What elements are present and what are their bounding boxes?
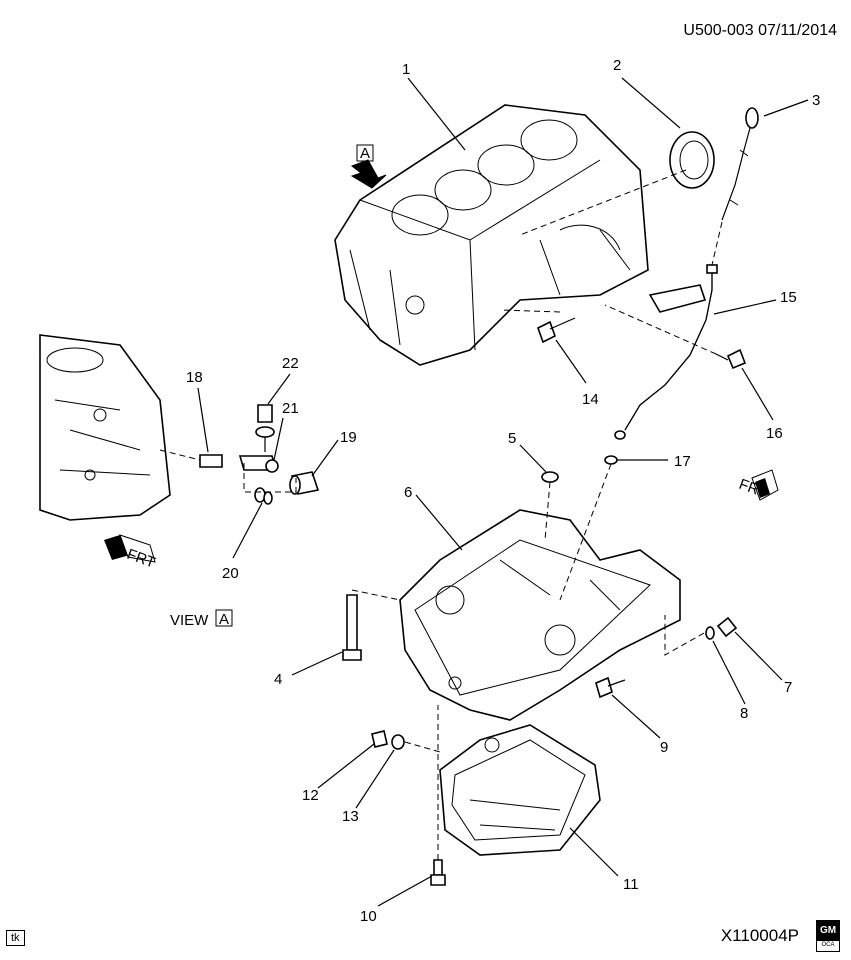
callout-9: 9 bbox=[660, 739, 668, 756]
washers-20 bbox=[254, 487, 273, 505]
callout-6: 6 bbox=[404, 484, 412, 501]
callout-20: 20 bbox=[222, 565, 239, 582]
callout-14: 14 bbox=[582, 391, 599, 408]
bolt-16 bbox=[715, 348, 747, 370]
callout-4: 4 bbox=[274, 671, 282, 688]
frt-arrow-right: FRT bbox=[737, 469, 779, 502]
callout-2: 2 bbox=[613, 57, 621, 74]
oil-pan-upper bbox=[399, 509, 681, 721]
figure-id: X110004P bbox=[720, 926, 799, 945]
callout-19: 19 bbox=[340, 429, 357, 446]
rear-main-seal bbox=[669, 131, 715, 189]
drain-plug-12 bbox=[371, 730, 388, 748]
callout-16: 16 bbox=[766, 425, 783, 442]
oil-pan-lower bbox=[439, 724, 601, 856]
callout-8: 8 bbox=[740, 705, 748, 722]
view-direction-arrow: A bbox=[350, 144, 387, 189]
bolt-14 bbox=[537, 317, 576, 344]
callout-18: 18 bbox=[186, 369, 203, 386]
o-ring-17 bbox=[604, 455, 618, 465]
svg-text:A: A bbox=[360, 145, 370, 162]
bolt-4 bbox=[342, 594, 362, 661]
svg-text:A: A bbox=[219, 611, 229, 628]
callout-22: 22 bbox=[282, 355, 299, 372]
oil-level-dipstick bbox=[721, 107, 759, 221]
callout-5: 5 bbox=[508, 430, 516, 447]
callout-10: 10 bbox=[360, 908, 377, 925]
bracket-21 bbox=[238, 455, 279, 473]
dipstick-tube bbox=[614, 264, 718, 440]
sensor-22 bbox=[255, 404, 275, 452]
view-a-block-detail bbox=[39, 334, 171, 521]
bolt-9 bbox=[595, 676, 626, 699]
footer-tag: tk bbox=[6, 930, 25, 946]
callout-3: 3 bbox=[812, 92, 820, 109]
callout-7: 7 bbox=[784, 679, 792, 696]
cap-19 bbox=[289, 471, 320, 495]
bolt-10 bbox=[430, 859, 446, 886]
callout-numbers: 1 2 3 4 5 6 7 8 9 10 11 12 13 14 15 16 1… bbox=[186, 57, 820, 925]
svg-text:FRT: FRT bbox=[125, 546, 158, 572]
view-a-label: VIEW A bbox=[170, 609, 233, 629]
callout-17: 17 bbox=[674, 453, 691, 470]
frt-arrow-left: FRT bbox=[104, 534, 158, 572]
gm-logo: GM OCA bbox=[816, 920, 840, 952]
callout-1: 1 bbox=[402, 61, 410, 78]
callout-15: 15 bbox=[780, 289, 797, 306]
callout-12: 12 bbox=[302, 787, 319, 804]
o-ring-5 bbox=[541, 471, 559, 483]
callout-13: 13 bbox=[342, 808, 359, 825]
leader-lines bbox=[197, 77, 809, 907]
cylinder-block bbox=[334, 104, 649, 366]
drain-plug-7 bbox=[705, 616, 738, 640]
document-id: U500-003 07/11/2014 bbox=[683, 22, 837, 39]
stud-18 bbox=[199, 454, 223, 468]
callout-11: 11 bbox=[623, 876, 639, 893]
washer-13 bbox=[391, 734, 405, 750]
washer-8 bbox=[705, 626, 715, 640]
svg-text:VIEW: VIEW bbox=[170, 612, 209, 629]
callout-21: 21 bbox=[282, 400, 299, 417]
phantom-lines bbox=[159, 169, 723, 860]
